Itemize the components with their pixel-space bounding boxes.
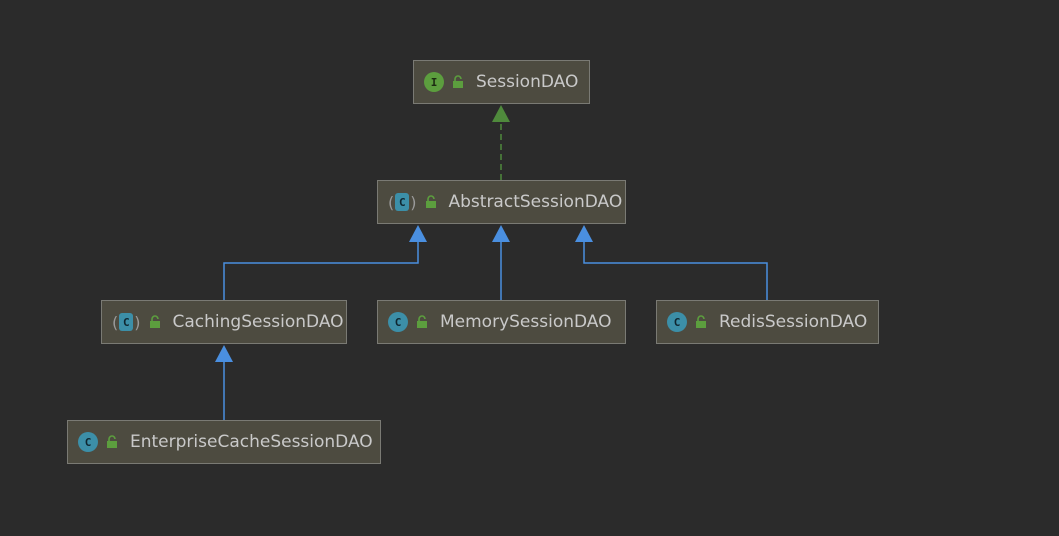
unlock-icon (425, 195, 436, 208)
extends-edge (223, 241, 419, 300)
class-icon: C (388, 312, 408, 332)
node-label: AbstractSessionDAO (448, 192, 623, 212)
unlock-icon (417, 315, 427, 328)
extends-arrowhead (215, 345, 233, 362)
extends-arrowhead (492, 225, 510, 242)
unlock-icon (107, 435, 117, 448)
interface-icon: I (424, 72, 444, 92)
unlock-icon (149, 315, 160, 328)
extends-arrowhead (575, 225, 593, 242)
node-label: MemorySessionDAO (440, 312, 612, 332)
node-abstract-session-dao[interactable]: (C) AbstractSessionDAO (377, 180, 626, 224)
unlock-icon (453, 75, 463, 88)
abstract-class-icon: (C) (388, 192, 417, 212)
node-memory-session-dao[interactable]: C MemorySessionDAO (377, 300, 626, 344)
implements-arrowhead (492, 105, 510, 122)
class-icon: C (78, 432, 98, 452)
node-session-dao[interactable]: I SessionDAO (413, 60, 590, 104)
unlock-icon (696, 315, 706, 328)
abstract-class-icon: (C) (112, 312, 141, 332)
extends-arrowhead (409, 225, 427, 242)
node-redis-session-dao[interactable]: C RedisSessionDAO (656, 300, 879, 344)
node-label: EnterpriseCacheSessionDAO (130, 432, 373, 452)
node-enterprise-cache-session-dao[interactable]: C EnterpriseCacheSessionDAO (67, 420, 381, 464)
node-label: RedisSessionDAO (719, 312, 868, 332)
extends-edge (583, 241, 768, 300)
node-caching-session-dao[interactable]: (C) CachingSessionDAO (101, 300, 347, 344)
node-label: SessionDAO (476, 72, 579, 92)
class-icon: C (667, 312, 687, 332)
node-label: CachingSessionDAO (172, 312, 344, 332)
